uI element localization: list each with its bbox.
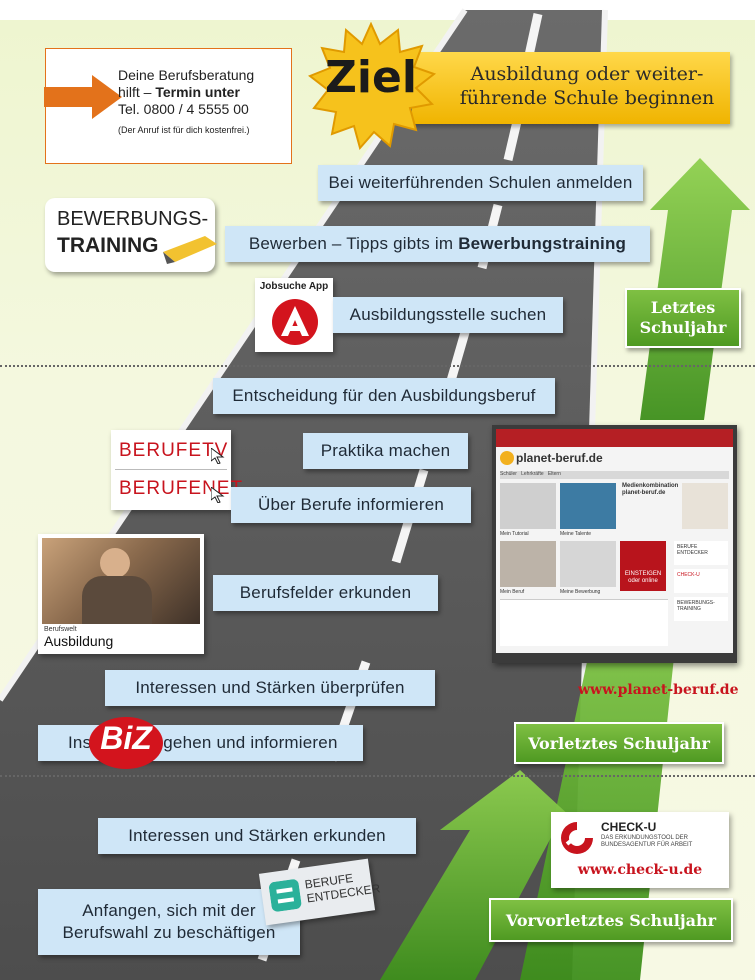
step-anfangen: Anfangen, sich mit der Berufswahl zu bes… xyxy=(38,889,300,955)
advice-note: (Der Anruf ist für dich kostenfrei.) xyxy=(118,125,250,135)
goal-banner: Ausbildung oder weiter- führende Schule … xyxy=(412,52,730,124)
workshop-photo xyxy=(42,538,200,624)
biz-logo-text: BiZ xyxy=(100,720,152,756)
planet-logo-icon xyxy=(500,451,514,465)
advice-line-1: Deine Berufsberatung xyxy=(118,67,255,83)
year-divider xyxy=(0,365,755,367)
starburst-badge xyxy=(308,22,436,151)
year-divider xyxy=(0,775,755,777)
goal-line-1: Ausbildung oder weiter- xyxy=(470,63,704,85)
planet-site-title: planet-beruf.de xyxy=(516,451,603,465)
video-caption-small: Berufswelt xyxy=(44,626,77,633)
step-bewerben-text: Bewerben – Tipps gibts im xyxy=(248,234,454,253)
step-berufsfelder: Berufsfelder erkunden xyxy=(213,575,438,611)
goal-badge-text: Ziel xyxy=(325,52,417,103)
year-letztes-1: Letztes xyxy=(650,298,716,317)
step-berufe-informieren: Über Berufe informieren xyxy=(231,487,471,523)
bewerbungstraining-logo: BEWERBUNGS- TRAINING xyxy=(45,198,217,272)
goal-line-2: führende Schule beginnen xyxy=(459,87,715,109)
step-bewerben-bold: Bewerbungstraining xyxy=(458,234,627,253)
planet-tile-3: Mein Beruf xyxy=(500,589,525,595)
advice-appointment: Termin unter xyxy=(155,84,240,100)
berufsfelder-video-card: Berufswelt Ausbildung xyxy=(38,534,204,654)
planet-nav: Lehrkräfte xyxy=(521,471,544,477)
cursor-icon xyxy=(211,448,225,464)
video-caption-title: Ausbildung xyxy=(44,633,114,649)
jobsuche-title: Jobsuche App xyxy=(259,281,329,292)
berufetv-berufenet-logos: BERUFETV BERUFENET xyxy=(111,430,242,510)
berufe-entdecker-logo: BERUFE ENTDECKER xyxy=(258,858,381,926)
check-u-title: CHECK-U xyxy=(601,820,657,834)
step-biz-post: gehen und informieren xyxy=(163,733,338,752)
planet-side-3: BEWERBUNGS- TRAINING xyxy=(674,597,728,621)
step-anfangen-1: Anfangen, sich mit der xyxy=(82,901,256,920)
planet-nav: Eltern xyxy=(547,471,561,477)
arbeitsagentur-logo-icon xyxy=(272,299,318,345)
training-logo-line-2: TRAINING xyxy=(57,234,159,257)
year-letztes: Letztes Schuljahr xyxy=(625,288,741,348)
step-interessen-pruefen: Interessen und Stärken überprüfen xyxy=(105,670,435,706)
arrow-right-icon xyxy=(44,75,122,119)
planet-beruf-screenshot: planet-beruf.de Schüler Lehrkräfte Elter… xyxy=(492,425,737,663)
check-u-card: CHECK-U DAS ERKUNDUNGSTOOL DER BUNDESAGE… xyxy=(551,812,729,888)
planet-tile-1: Mein Tutorial xyxy=(500,531,529,537)
step-biz: Ins gehen und informieren xyxy=(38,725,363,761)
step-entscheidung: Entscheidung für den Ausbildungsberuf xyxy=(213,378,555,414)
year-vorvorletztes: Vorvorletztes Schuljahr xyxy=(489,898,733,942)
entdecker-icon xyxy=(269,879,302,912)
jobsuche-app-icon: Jobsuche App xyxy=(255,278,333,352)
check-u-url[interactable]: www.check-u.de xyxy=(577,862,703,878)
planet-side-2: CHECK-U xyxy=(674,569,728,593)
check-u-sub-2: BUNDESAGENTUR FÜR ARBEIT xyxy=(601,842,693,848)
check-u-logo-icon xyxy=(561,822,593,854)
pencil-icon xyxy=(163,236,217,264)
step-biz-pre: Ins xyxy=(68,733,92,752)
advice-line-2: hilft – xyxy=(118,84,156,100)
planet-promo: Medienkombination planet-beruf.de xyxy=(622,483,679,496)
step-interessen-erkunden: Interessen und Stärken erkunden xyxy=(98,818,416,854)
step-schulen-anmelden: Bei weiterführenden Schulen anmelden xyxy=(318,165,643,201)
planet-einsteigen: EINSTEIGEN oder online xyxy=(620,541,666,591)
year-vorletztes: Vorletztes Schuljahr xyxy=(514,722,724,764)
planet-nav: Schüler xyxy=(500,471,517,477)
planet-side-1: BERUFE ENTDECKER xyxy=(674,541,728,565)
advice-phone: Tel. 0800 / 4 5555 00 xyxy=(118,101,249,117)
year-letztes-2: Schuljahr xyxy=(639,318,727,337)
step-ausbildungsstelle: Ausbildungsstelle suchen xyxy=(333,297,563,333)
planet-tile-4: Meine Bewerbung xyxy=(560,589,601,595)
biz-logo-icon xyxy=(89,717,163,769)
cursor-icon xyxy=(211,487,225,503)
step-bewerben: Bewerben – Tipps gibts im Bewerbungstrai… xyxy=(225,226,650,262)
berufetv-logo: BERUFETV xyxy=(119,440,229,461)
planet-url[interactable]: www.planet-beruf.de xyxy=(578,682,739,698)
training-logo-line-1: BEWERBUNGS- xyxy=(57,208,209,230)
career-advice-box: Deine Berufsberatung hilft – Termin unte… xyxy=(44,48,292,164)
check-u-sub-1: DAS ERKUNDUNGSTOOL DER xyxy=(601,835,689,841)
step-praktika: Praktika machen xyxy=(303,433,468,469)
step-anfangen-2: Berufswahl zu beschäftigen xyxy=(62,923,276,942)
planet-tile-2: Meine Talente xyxy=(560,531,592,537)
